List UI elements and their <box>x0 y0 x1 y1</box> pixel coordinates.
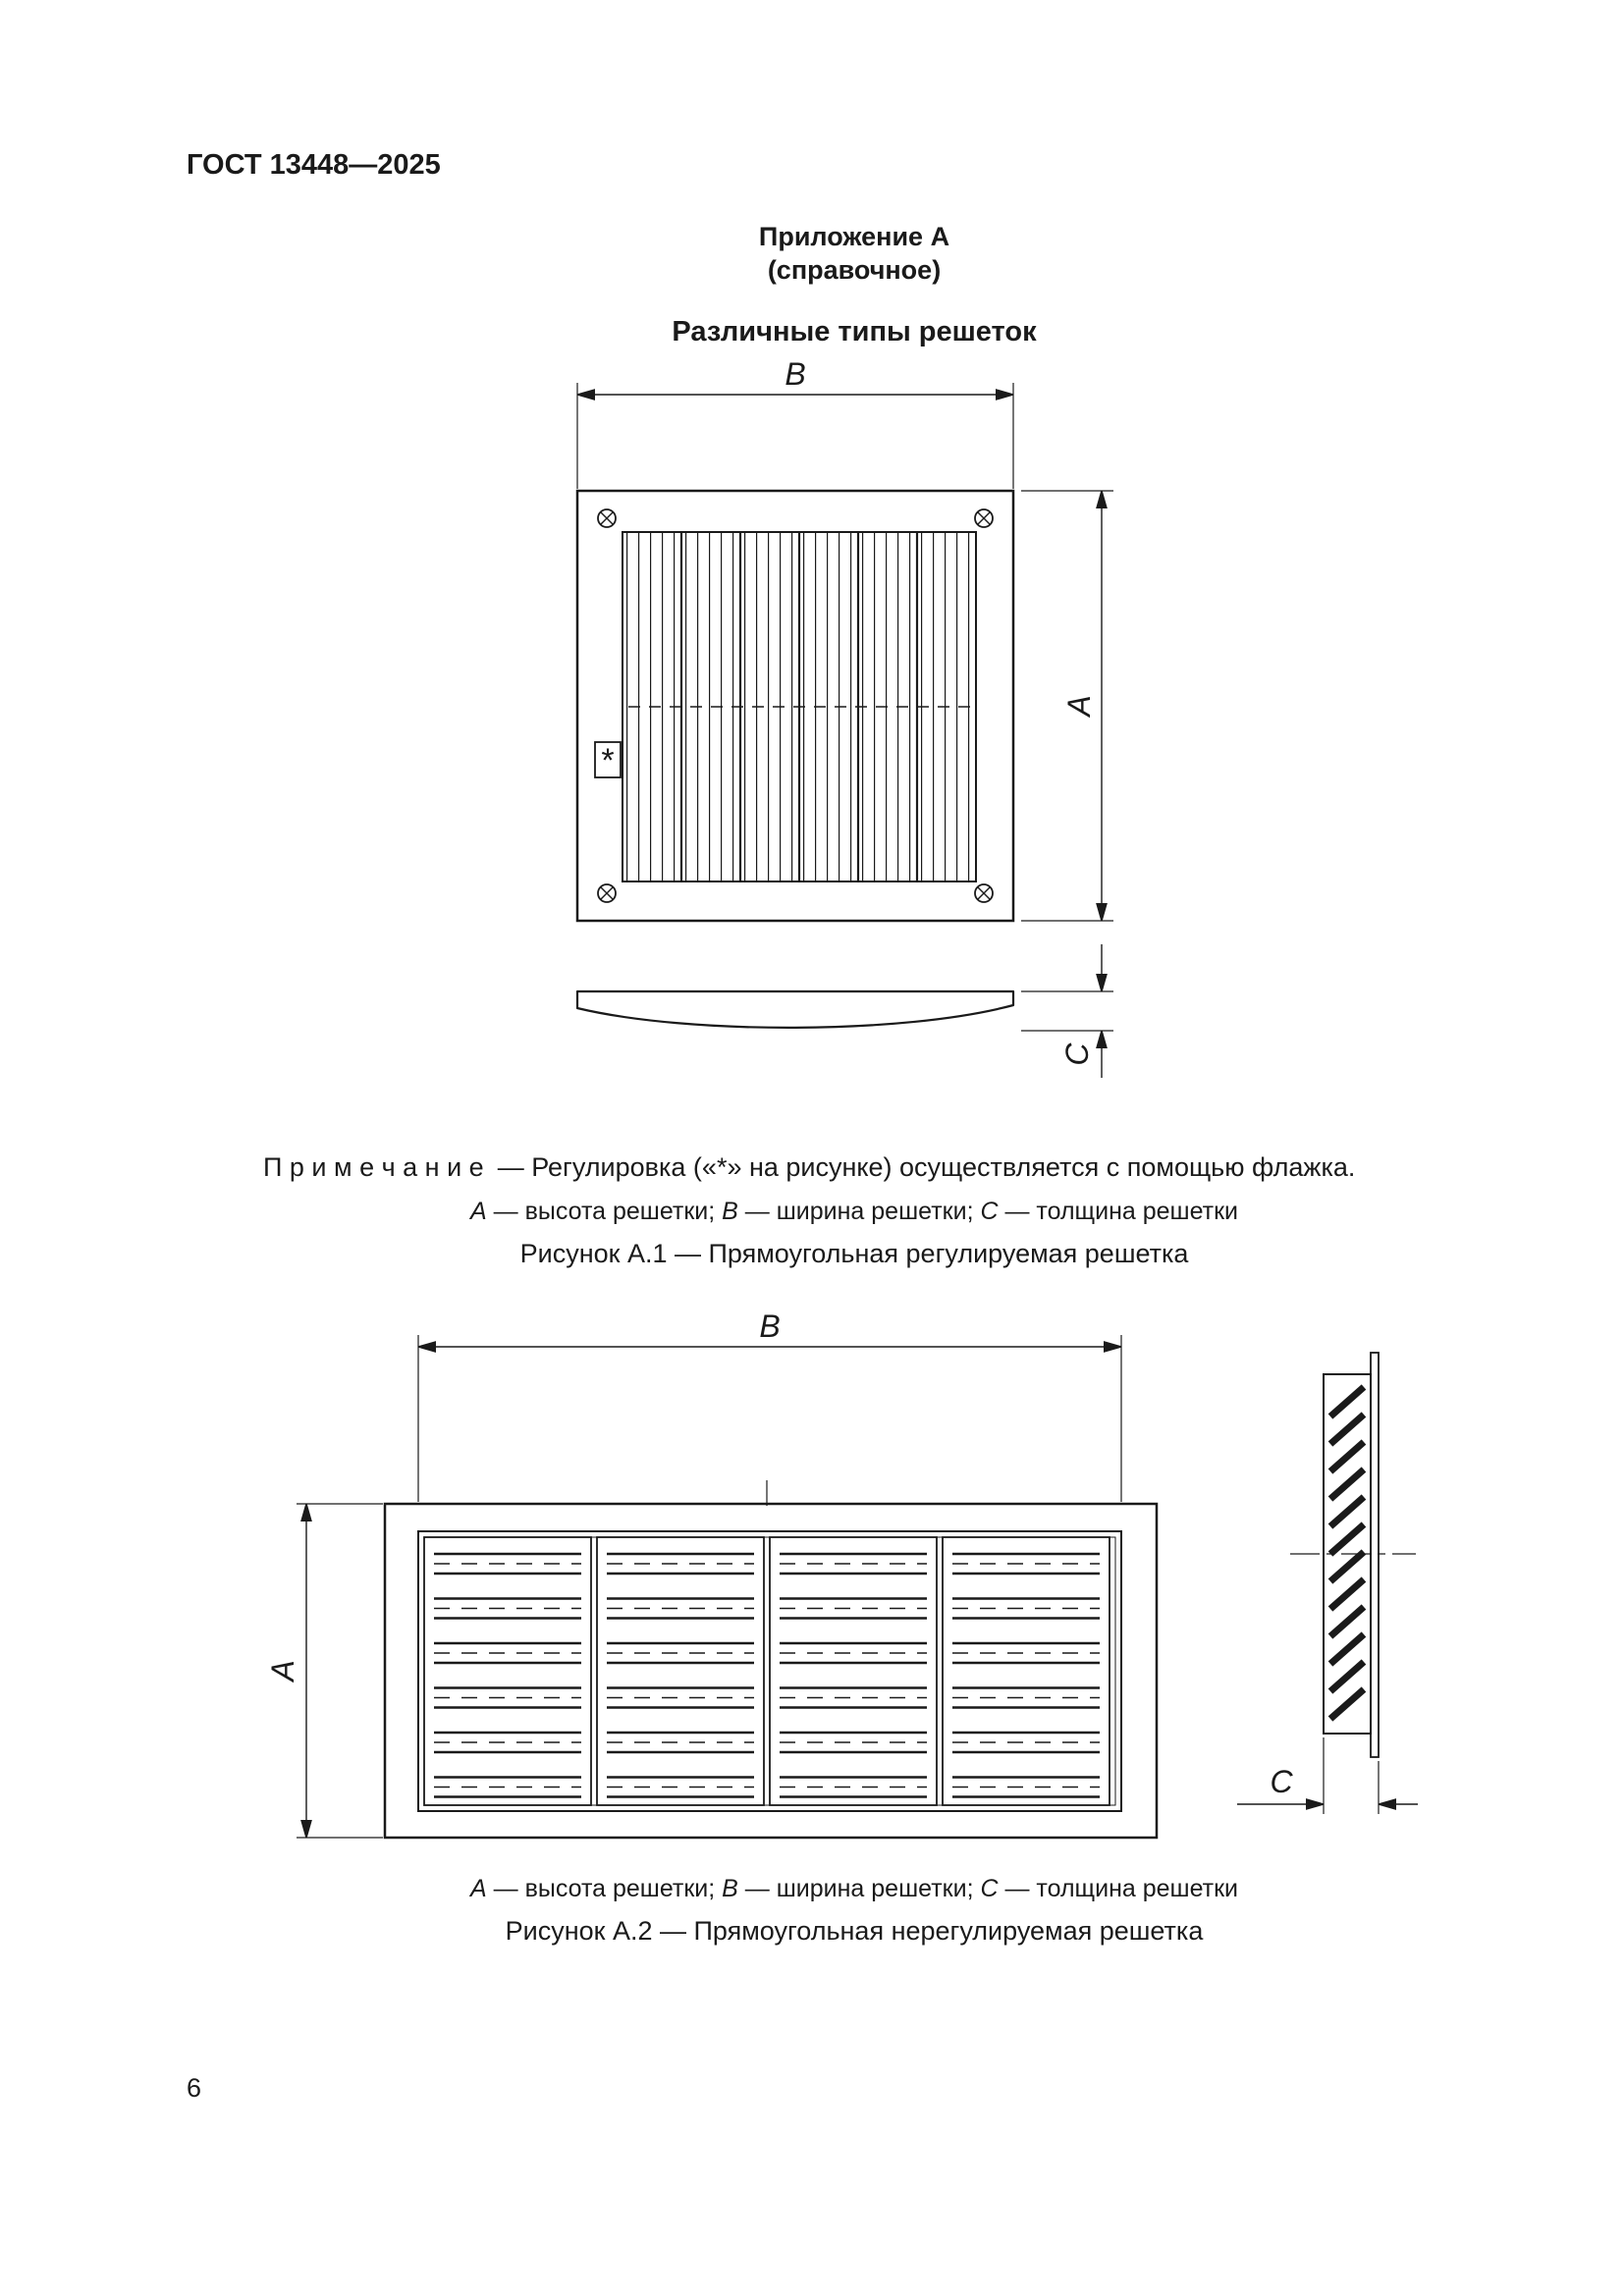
legend-text: — высота решетки; <box>486 1198 723 1225</box>
corner-screw <box>597 508 617 528</box>
figure-a2-caption: Рисунок А.2 — Прямоугольная нерегулируем… <box>505 1916 1204 1946</box>
adjuster-asterisk: * <box>601 742 614 779</box>
legend-letter-b: В <box>722 1875 738 1902</box>
fig-a2-side-view <box>1290 1352 1416 1758</box>
louver-slats <box>1327 1384 1367 1722</box>
corner-screw <box>974 508 994 528</box>
legend-letter-a: А <box>469 1198 487 1225</box>
legend-text: — высота решетки; <box>486 1875 723 1902</box>
legend-text: — толщина решетки <box>998 1875 1239 1902</box>
fig-a1-dim-a: А <box>1021 490 1113 922</box>
document-number: ГОСТ 13448—2025 <box>187 149 441 181</box>
flange-plate <box>1370 1352 1380 1758</box>
figure-a2-legend: А — высота решетки; В — ширина решетки; … <box>245 1875 1463 1903</box>
appendix-title: Приложение А <box>758 222 950 251</box>
dim-label-a: А <box>265 1660 300 1682</box>
fig-a1-side-profile <box>575 989 1015 1029</box>
fig-a1-dim-b: В <box>576 356 1014 489</box>
figure-a1-note: П р и м е ч а н и е — Регулировка («*» на… <box>263 1152 1355 1183</box>
dim-label-b: В <box>785 356 805 392</box>
note-label: П р и м е ч а н и е <box>263 1152 484 1182</box>
dim-label-c: С <box>1059 1042 1095 1066</box>
figure-a1-drawing: В <box>575 356 1113 1078</box>
fig-a2-grille-front-view <box>383 1480 1159 1840</box>
legend-text: — ширина решетки; <box>737 1198 981 1225</box>
note-text: — Регулировка («*» на рисунке) осуществл… <box>497 1152 1356 1182</box>
slat-modules <box>423 1536 1110 1806</box>
fig-a2-dim-b: В <box>417 1308 1122 1502</box>
legend-letter-c: С <box>980 1875 999 1902</box>
legend-letter-a: А <box>469 1875 487 1902</box>
appendix-heading: Различные типы решеток <box>672 316 1037 347</box>
figure-a1-legend: А — высота решетки; В — ширина решетки; … <box>245 1198 1463 1226</box>
dim-label-b: В <box>759 1308 780 1344</box>
legend-letter-b: В <box>722 1198 738 1225</box>
legend-text: — толщина решетки <box>998 1198 1239 1225</box>
dim-label-c: С <box>1270 1764 1293 1799</box>
legend-letter-c: С <box>980 1198 999 1225</box>
figure-a1-caption: Рисунок А.1 — Прямоугольная регулируемая… <box>519 1239 1189 1268</box>
corner-screw <box>974 883 994 903</box>
appendix-subtitle: (справочное) <box>767 255 942 285</box>
corner-screw <box>597 883 617 903</box>
fig-a1-grille-front-view: * <box>575 489 1015 923</box>
fig-a2-dim-c: С <box>1237 1737 1418 1814</box>
fig-a1-dim-c: С <box>1021 944 1113 1078</box>
legend-text: — ширина решетки; <box>737 1875 981 1902</box>
dim-label-a: А <box>1061 695 1097 718</box>
adjuster-box: * <box>594 741 622 779</box>
figure-a2-drawing: В А <box>265 1308 1418 1840</box>
page-number: 6 <box>187 2073 202 2103</box>
fig-a2-dim-a: А <box>265 1503 383 1839</box>
